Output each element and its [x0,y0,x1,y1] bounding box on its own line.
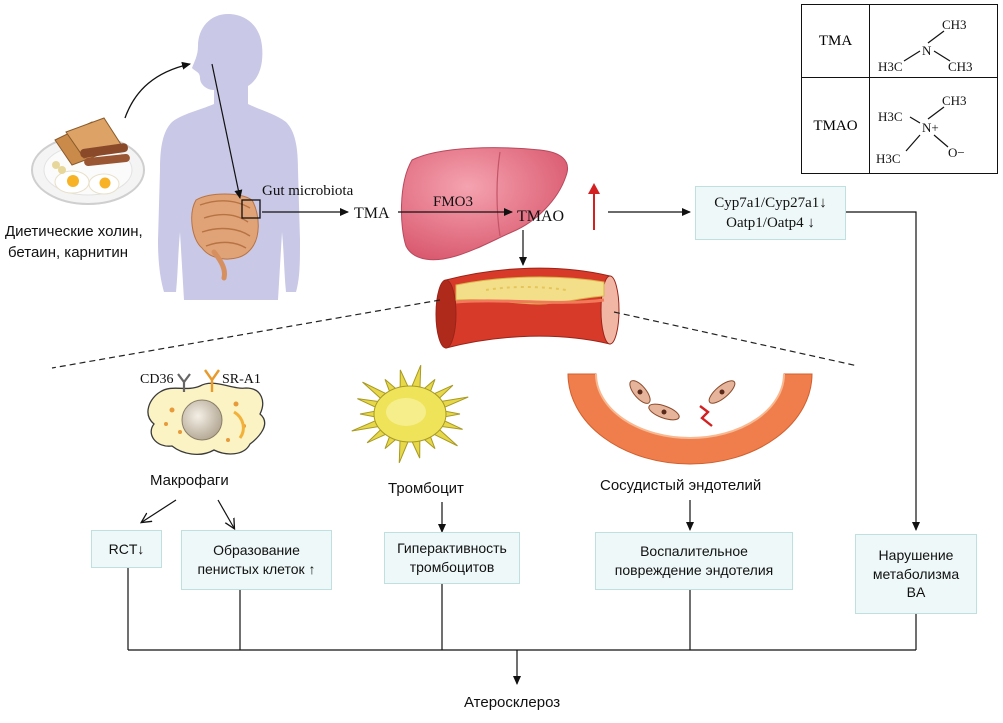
platelet-illustration [351,364,469,464]
endothelial-injury-box: Воспалительное повреждение эндотелия [595,532,793,590]
foam-cell-box: Образование пенистых клеток ↑ [181,530,332,590]
tmao-ch3-top: CH3 [942,93,967,108]
diet-label-line2: бетаин, карнитин [8,244,128,261]
tmao-n: N+ [922,120,939,135]
tma-h3c-left: H3C [878,59,903,74]
zoom-line-left [51,299,441,369]
platelet-hyperactivity-box: Гиперактивность тромбоцитов [384,532,520,584]
rct-box: RCT↓ [91,530,162,568]
macrophage-label: Макрофаги [150,472,229,489]
tma-structure: N CH3 H3C CH3 [878,17,973,74]
bile-to-ba-connector [846,211,920,531]
tmao-h3c-upper: H3C [878,109,903,124]
gut-zoom-box [241,199,261,219]
convergence-lines [127,568,917,651]
macrophage-to-foam-arrow [217,499,234,528]
bile-acid-transporter-box: Cyp7a1/Cyp27a1↓ Oatp1/Oatp4 ↓ [695,186,846,240]
bile-line1: Cyp7a1/Cyp27a1↓ [714,194,827,211]
tmao-label: TMAO [517,208,564,225]
tmao-name-cell: TMAO [802,77,870,174]
ba-line1: Нарушение [878,546,954,563]
macrophage-illustration [147,369,266,456]
tma-ch3-right: CH3 [948,59,973,74]
gut-microbiota-label: Gut microbiota [262,183,354,199]
tma-label: TMA [354,205,390,222]
zoom-line-right [613,311,859,367]
endo-effect-line2: повреждение эндотелия [614,562,774,578]
tma-ch3-top: CH3 [942,17,967,32]
platelet-label: Тромбоцит [388,480,464,497]
chemical-structures-table: TMA TMAO N CH3 H3C CH3 N+ CH3 H3C H3C O− [801,4,998,174]
tmao-up-arrowhead [588,183,600,194]
platelet-effect-line1: Гиперактивность [397,540,507,557]
ba-line2: метаболизма [872,565,960,582]
fmo3-label: FMO3 [433,194,473,210]
tmao-h3c-lower: H3C [876,151,901,166]
atherosclerosis-label: Атеросклероз [464,694,560,711]
breakfast-plate-illustration [31,117,145,205]
receptor-cd36-label: CD36 [140,372,173,387]
foam-line2: пенистых клеток ↑ [197,561,316,577]
macrophage-to-rct-arrow [142,499,177,522]
bile-line2: Oatp1/Oatp4 ↓ [726,215,815,231]
receptor-sra1-label: SR-A1 [222,372,261,387]
foam-line1: Образование [213,542,300,559]
diet-label-line1: Диетические холин, [5,223,143,240]
artery-plaque-illustration [435,267,620,349]
tmao-oxygen: O− [948,145,965,160]
structure-drawings: N CH3 H3C CH3 N+ CH3 H3C H3C O− [876,17,973,166]
endo-effect-line1: Воспалительное [640,543,748,560]
ba-metabolism-box: Нарушение метаболизма BA [855,534,977,614]
endothelium-illustration [567,373,813,465]
liver-illustration [400,147,568,261]
tma-name-cell: TMA [802,5,870,77]
endothelium-label: Сосудистый эндотелий [600,477,761,494]
platelet-effect-line2: тромбоцитов [409,559,495,575]
mouth-to-gut-arrow [211,63,243,199]
ba-line3: BA [906,584,926,601]
tma-n: N [922,43,932,58]
tmao-structure: N+ CH3 H3C H3C O− [876,93,967,166]
diet-to-mouth-arrow [124,61,191,119]
rct-label: RCT↓ [108,540,145,557]
human-body-silhouette [158,14,300,300]
